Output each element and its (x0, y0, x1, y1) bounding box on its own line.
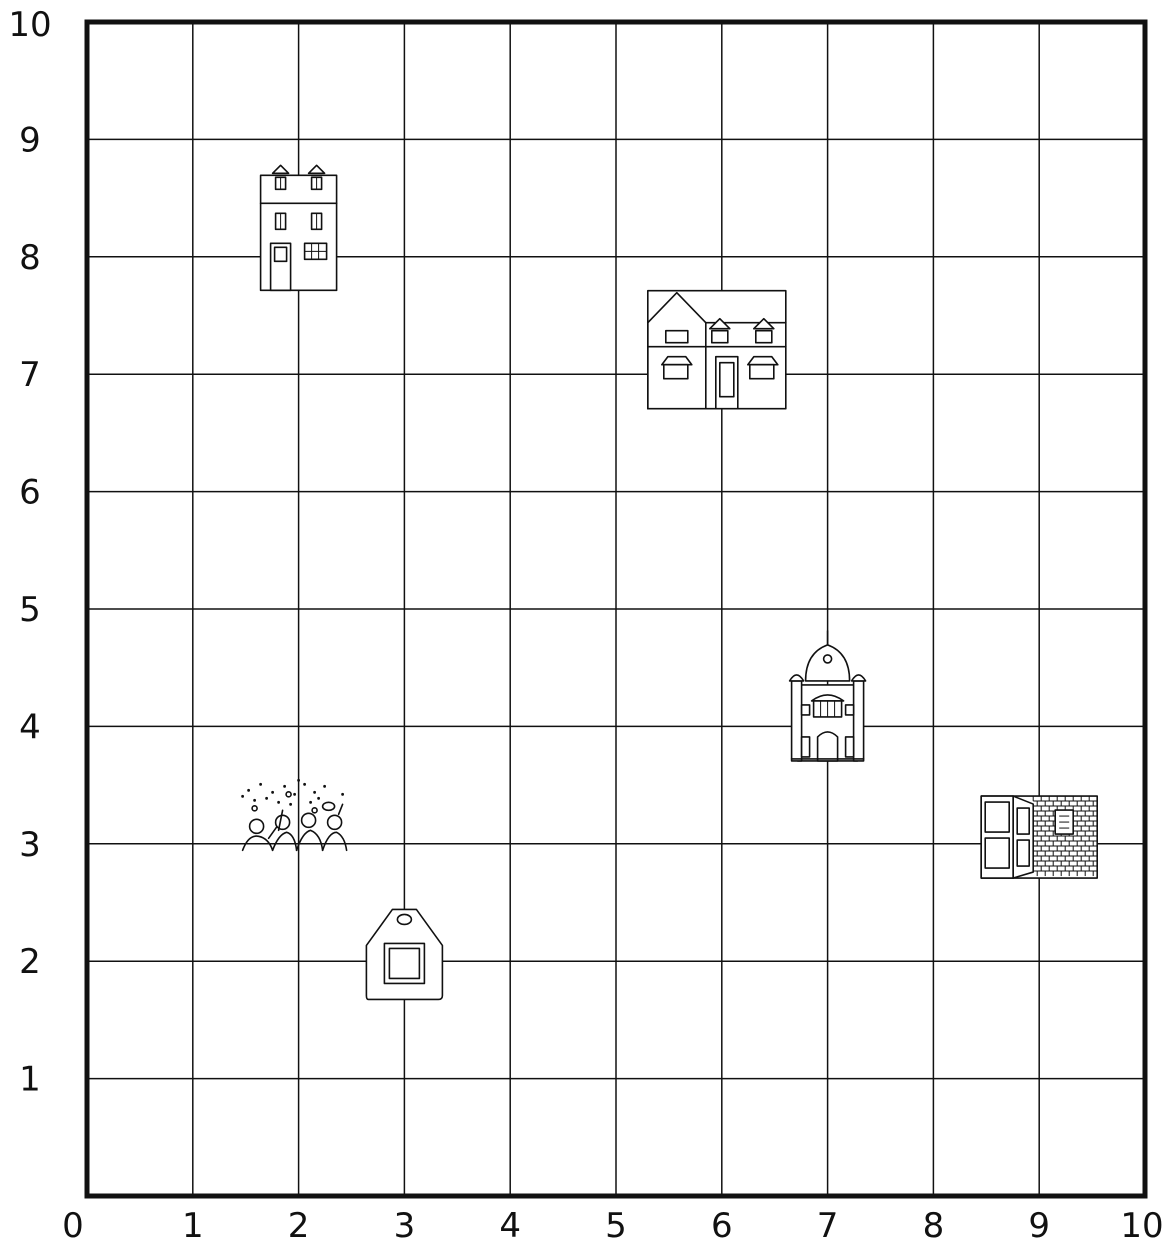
shop-icon (981, 796, 1097, 878)
party-people-icon (241, 779, 346, 850)
detached-house-icon (648, 291, 786, 409)
y-tick-label: 5 (19, 590, 41, 630)
y-tick-label: 10 (8, 5, 51, 45)
x-tick-label: 3 (394, 1206, 416, 1243)
temple-icon (790, 631, 866, 761)
x-tick-label: 1 (182, 1206, 204, 1243)
y-tick-label: 2 (19, 942, 41, 982)
x-tick-label: 9 (1028, 1206, 1050, 1243)
y-tick-label: 8 (19, 238, 41, 278)
x-tick-label: 4 (499, 1206, 521, 1243)
grid-lines (87, 22, 1145, 1196)
y-tick-label: 9 (19, 120, 41, 160)
y-tick-label: 7 (19, 355, 41, 395)
tag-icon (366, 909, 442, 999)
x-tick-label: 8 (923, 1206, 945, 1243)
y-tick-label: 3 (19, 825, 41, 865)
x-tick-label: 7 (817, 1206, 839, 1243)
y-axis-labels: 1 2 3 4 5 6 7 8 9 10 (8, 5, 51, 1100)
townhouse-icon (261, 165, 337, 290)
x-axis-labels: 0 1 2 3 4 5 6 7 8 9 10 (62, 1206, 1163, 1243)
x-tick-label: 10 (1120, 1206, 1163, 1243)
x-tick-label: 2 (288, 1206, 310, 1243)
x-tick-label: 0 (62, 1206, 84, 1243)
y-tick-label: 6 (19, 473, 41, 513)
y-tick-label: 4 (19, 707, 41, 747)
y-tick-label: 1 (19, 1060, 41, 1100)
x-tick-label: 5 (605, 1206, 627, 1243)
x-tick-label: 6 (711, 1206, 733, 1243)
